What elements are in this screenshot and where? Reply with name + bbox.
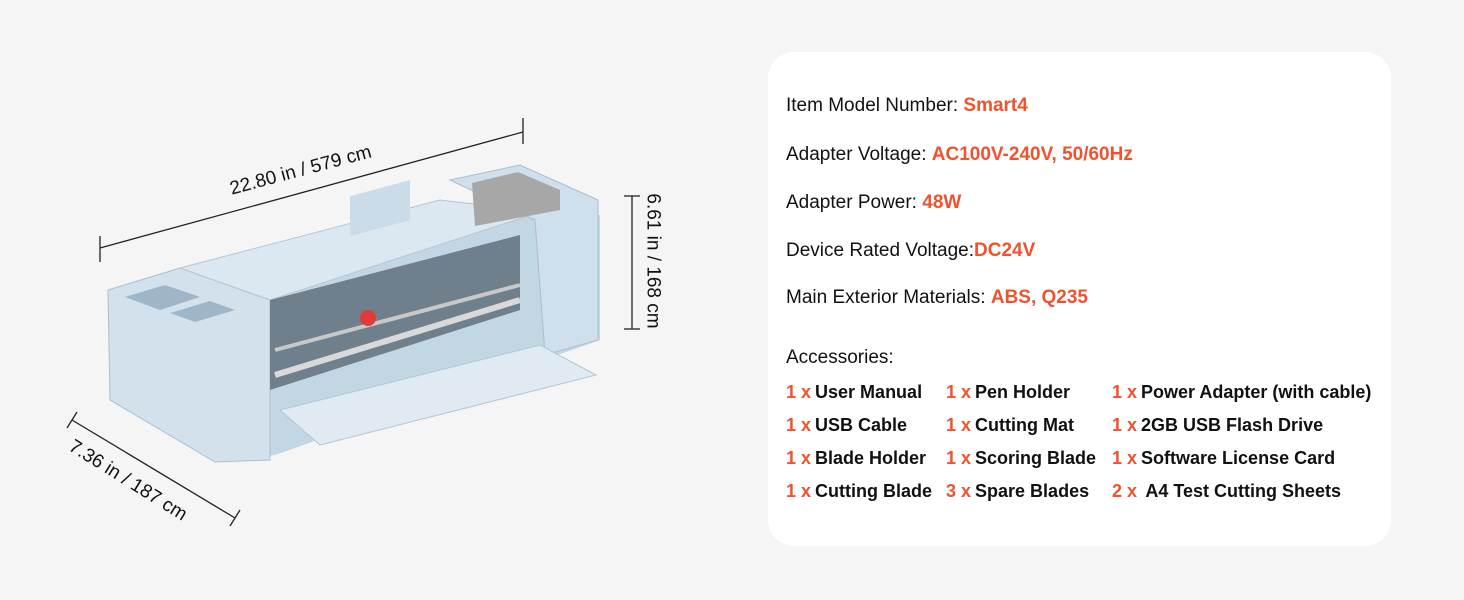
spec-value: DC24V	[974, 240, 1036, 261]
spec-adapter-power: Adapter Power: 48W	[786, 192, 961, 214]
accessory-name: Cutting Blade	[815, 481, 933, 501]
accessory-qty: 1 x	[1112, 382, 1138, 402]
accessory-name: Pen Holder	[975, 382, 1071, 402]
accessory-name: Blade Holder	[815, 448, 927, 468]
accessory-qty: 1 x	[1112, 448, 1138, 468]
spec-model: Item Model Number: Smart4	[786, 95, 1028, 117]
cutting-machine-illustration	[66, 118, 640, 527]
spec-device-voltage: Device Rated Voltage:DC24V	[786, 240, 1035, 262]
accessory-qty: 1 x	[1112, 415, 1138, 435]
accessory-qty: 1 x	[786, 382, 812, 402]
spec-value: Smart4	[963, 95, 1028, 116]
accessory-qty: 3 x	[946, 481, 972, 501]
accessory-qty: 2 x	[1112, 481, 1138, 501]
accessory-qty: 1 x	[786, 415, 812, 435]
accessory-item: 2 x A4 Test Cutting Sheets	[1112, 481, 1341, 502]
accessory-name: Power Adapter (with cable)	[1141, 382, 1372, 402]
accessories-title: Accessories:	[786, 347, 894, 368]
height-dimension-label: 6.61 in / 168 cm	[642, 193, 664, 329]
spec-adapter-voltage: Adapter Voltage: AC100V-240V, 50/60Hz	[786, 144, 1133, 166]
accessory-name: 2GB USB Flash Drive	[1141, 415, 1324, 435]
accessory-name: A4 Test Cutting Sheets	[1141, 481, 1342, 501]
machine-body	[107, 164, 600, 463]
spec-label: Adapter Power:	[786, 192, 923, 213]
accessory-name: Spare Blades	[975, 481, 1090, 501]
dimension-lines	[66, 118, 640, 527]
accessory-qty: 1 x	[946, 415, 972, 435]
accessory-qty: 1 x	[946, 448, 972, 468]
spec-materials: Main Exterior Materials: ABS, Q235	[786, 287, 1088, 309]
specifications-card: Item Model Number: Smart4 Adapter Voltag…	[768, 52, 1391, 546]
accessory-name: Cutting Mat	[975, 415, 1075, 435]
accessory-name: User Manual	[815, 382, 923, 402]
spec-label: Device Rated Voltage:	[786, 240, 975, 261]
spec-value: AC100V-240V, 50/60Hz	[931, 144, 1133, 165]
accessory-qty: 1 x	[786, 448, 812, 468]
spec-value: 48W	[922, 192, 962, 213]
spec-label: Main Exterior Materials:	[786, 287, 991, 308]
accessory-qty: 1 x	[946, 382, 972, 402]
spec-label: Item Model Number:	[786, 95, 964, 116]
spec-label: Adapter Voltage:	[786, 144, 932, 165]
accessory-qty: 1 x	[786, 481, 812, 501]
accessory-name: USB Cable	[815, 415, 908, 435]
spec-value: ABS, Q235	[990, 287, 1088, 308]
accessory-name: Software License Card	[1141, 448, 1336, 468]
accessory-name: Scoring Blade	[975, 448, 1097, 468]
